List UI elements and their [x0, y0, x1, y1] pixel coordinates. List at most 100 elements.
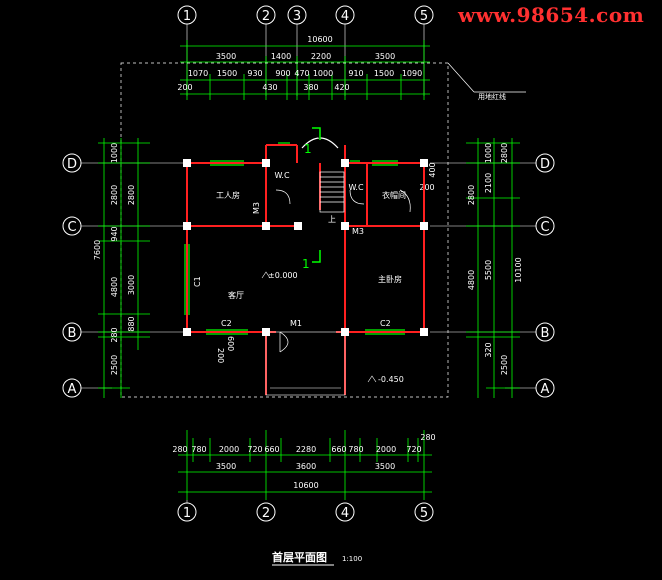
drawing-title: 首层平面图 — [272, 550, 327, 564]
windows — [184, 142, 405, 335]
dim-right-mid: 5500 — [484, 260, 493, 280]
axis-markers-right: D C B A — [535, 153, 555, 398]
dim-top-row2-8: 1090 — [402, 69, 422, 78]
axis-label-2-top: 2 — [262, 9, 270, 24]
window-c2b-label: C2 — [380, 319, 391, 328]
section-markers — [312, 127, 321, 263]
columns — [183, 159, 428, 336]
axis-circle-5-bottom — [414, 502, 434, 522]
dim-right-overall: 10100 — [514, 257, 523, 282]
dim-bottom-row1-0: 280 — [172, 445, 187, 454]
dim-top-row3-2: 380 — [303, 83, 318, 92]
dim-top-row3-0: 200 — [177, 83, 192, 92]
dim-left-5: 2500 — [110, 355, 119, 375]
dim-bottom-overall: 10600 — [293, 481, 318, 490]
room-wc-left: W.C — [274, 171, 290, 180]
dim-bottom-row1-3: 720 — [247, 445, 262, 454]
section-mark-top: 1 — [304, 142, 312, 156]
dim-right-1: 2100 — [484, 173, 493, 193]
axis-label-C-left: C — [67, 220, 76, 235]
bottom-dimension-lines — [178, 430, 432, 500]
door-m1-label: M1 — [290, 319, 302, 328]
porch-dim-2: 600 — [226, 336, 235, 351]
axis-label-A-right: A — [541, 382, 550, 397]
watermark: www.98654.com — [458, 3, 645, 27]
axis-markers-top: 1 2 3 4 5 — [177, 5, 434, 25]
axis-label-1-top: 1 — [183, 9, 191, 24]
dim-top-row2-1: 1500 — [217, 69, 237, 78]
axis-label-5-top: 5 — [420, 9, 428, 24]
dim-left-0: 1000 — [110, 143, 119, 163]
dim-left-4: 280 — [110, 327, 119, 342]
dim-top-row2-7: 1500 — [374, 69, 394, 78]
dim-top-row2-2: 930 — [247, 69, 262, 78]
elevation-outside: -0.450 — [378, 375, 404, 384]
dim-bottom-row2-0: 3500 — [216, 462, 236, 471]
elevation-floor: ±0.000 — [268, 271, 298, 280]
axis-label-3-top: 3 — [293, 9, 301, 24]
axis-label-D-left: D — [67, 157, 77, 172]
dim-left-inner-0: 2800 — [127, 185, 136, 205]
window-c1-label: C1 — [193, 276, 202, 287]
dim-left-2: 940 — [110, 226, 119, 241]
dim-left-3: 4800 — [110, 277, 119, 297]
boundary-leader — [447, 62, 475, 93]
room-laundry: 衣帽间 — [382, 190, 406, 200]
dim-top-row2-0: 1070 — [188, 69, 208, 78]
dim-right-5: 2500 — [500, 355, 509, 375]
axis-label-4-top: 4 — [341, 9, 349, 24]
stair — [319, 171, 345, 213]
boundary-label: 用地红线 — [478, 92, 506, 101]
site-boundary — [120, 62, 449, 398]
door-m3a-label: M3 — [252, 202, 261, 214]
axis-label-C-right: C — [540, 220, 549, 235]
dim-bottom-row1-8: 2000 — [376, 445, 396, 454]
room-living: 客厅 — [228, 290, 244, 300]
axis-circle-4-bottom — [335, 502, 355, 522]
dim-top-row2-4: 470 — [294, 69, 309, 78]
axis-label-D-right: D — [540, 157, 550, 172]
door-m3b-label: M3 — [352, 227, 364, 236]
dim-left-1: 2800 — [110, 185, 119, 205]
axis-label-B-right: B — [541, 326, 550, 341]
porch-outline — [265, 331, 346, 396]
dim-right-0: 1000 — [484, 143, 493, 163]
drawing-scale: 1:100 — [342, 555, 362, 563]
stair-up-label: 上 — [328, 215, 336, 224]
axis-label-4-bottom: 4 — [341, 506, 349, 521]
dim-bottom-row1-5: 2280 — [296, 445, 316, 454]
dim-bottom-row2-1: 3600 — [296, 462, 316, 471]
axis-label-2-bottom: 2 — [262, 506, 270, 521]
right-dimension-lines — [466, 138, 520, 398]
dim-left-inner-1: 3000 — [127, 275, 136, 295]
room-wc-right: W.C — [348, 183, 364, 192]
dim-right-4: 320 — [484, 342, 493, 357]
dim-top-row3-3: 420 — [334, 83, 349, 92]
porch-dim: 200 — [216, 348, 225, 363]
dim-top-overall: 10600 — [307, 35, 332, 44]
dim-top-row3-1: 430 — [262, 83, 277, 92]
section-mark-bottom: 1 — [302, 257, 310, 271]
window-c2a-label: C2 — [221, 319, 232, 328]
dim-top-row2-5: 1000 — [313, 69, 333, 78]
dim-bottom-row1-4: 660 — [264, 445, 279, 454]
axis-circle-1-bottom — [177, 502, 197, 522]
doors — [275, 189, 411, 353]
axis-circle-2-bottom — [256, 502, 276, 522]
dim-bottom-row1-7: 780 — [348, 445, 363, 454]
room-servant: 工人房 — [216, 190, 240, 200]
axis-markers-bottom: 1 2 4 5 — [177, 500, 434, 522]
room-master: 主卧房 — [378, 274, 402, 284]
dim-top-row1-3: 3500 — [375, 52, 395, 61]
axis-label-1-bottom: 1 — [183, 506, 191, 521]
left-dimension-lines — [98, 138, 150, 398]
dim-bottom-row1-2: 2000 — [219, 445, 239, 454]
dim-right-3: 4800 — [467, 270, 476, 290]
dim-top-row1-0: 3500 — [216, 52, 236, 61]
dim-left-inner-2: 880 — [127, 316, 136, 331]
dim-top-row1-1: 1400 — [271, 52, 291, 61]
dim-bottom-row1-9: 720 — [406, 445, 421, 454]
dim-bottom-row1-1: 780 — [191, 445, 206, 454]
dim-bottom-row2-2: 3500 — [375, 462, 395, 471]
